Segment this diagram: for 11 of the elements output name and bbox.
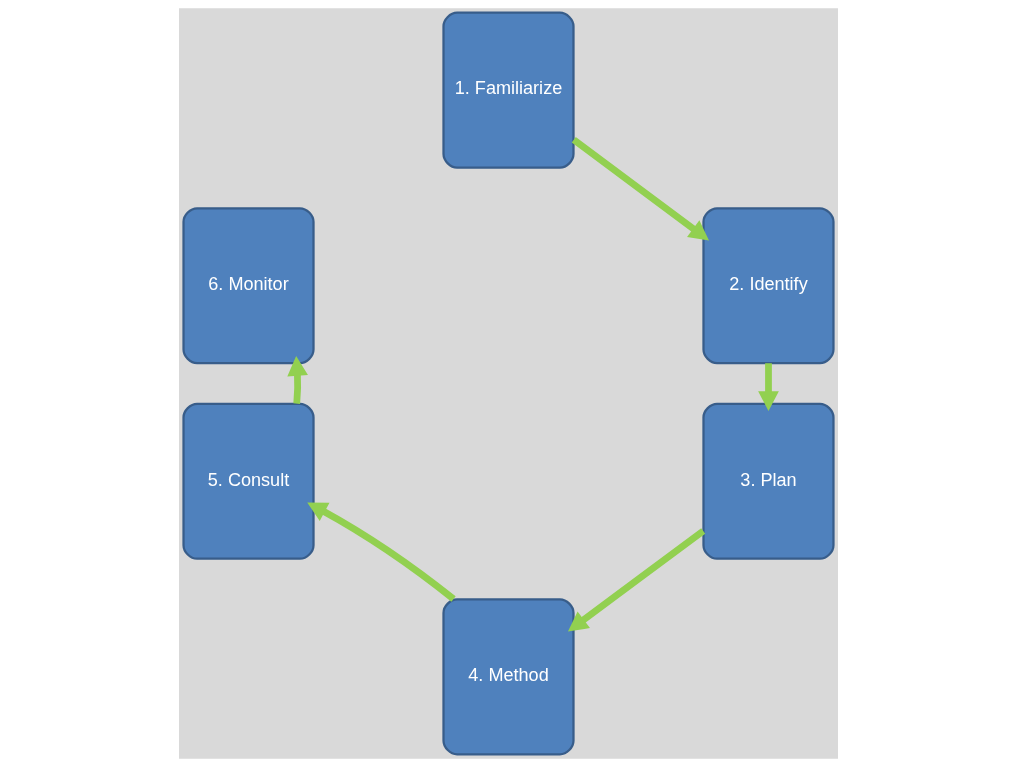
node-box: 6. Monitor [182, 207, 315, 365]
node-box: 3. Plan [702, 402, 835, 560]
node-box: 2. Identify [702, 207, 835, 365]
arrow [287, 355, 308, 404]
node-box: 1. Familiarize [442, 11, 575, 169]
node-box: 5. Consult [182, 402, 315, 560]
arrow [571, 137, 710, 241]
arrow [567, 528, 706, 632]
node-box: 4. Method [442, 598, 575, 756]
arrow [307, 502, 456, 602]
arrow [758, 363, 779, 411]
